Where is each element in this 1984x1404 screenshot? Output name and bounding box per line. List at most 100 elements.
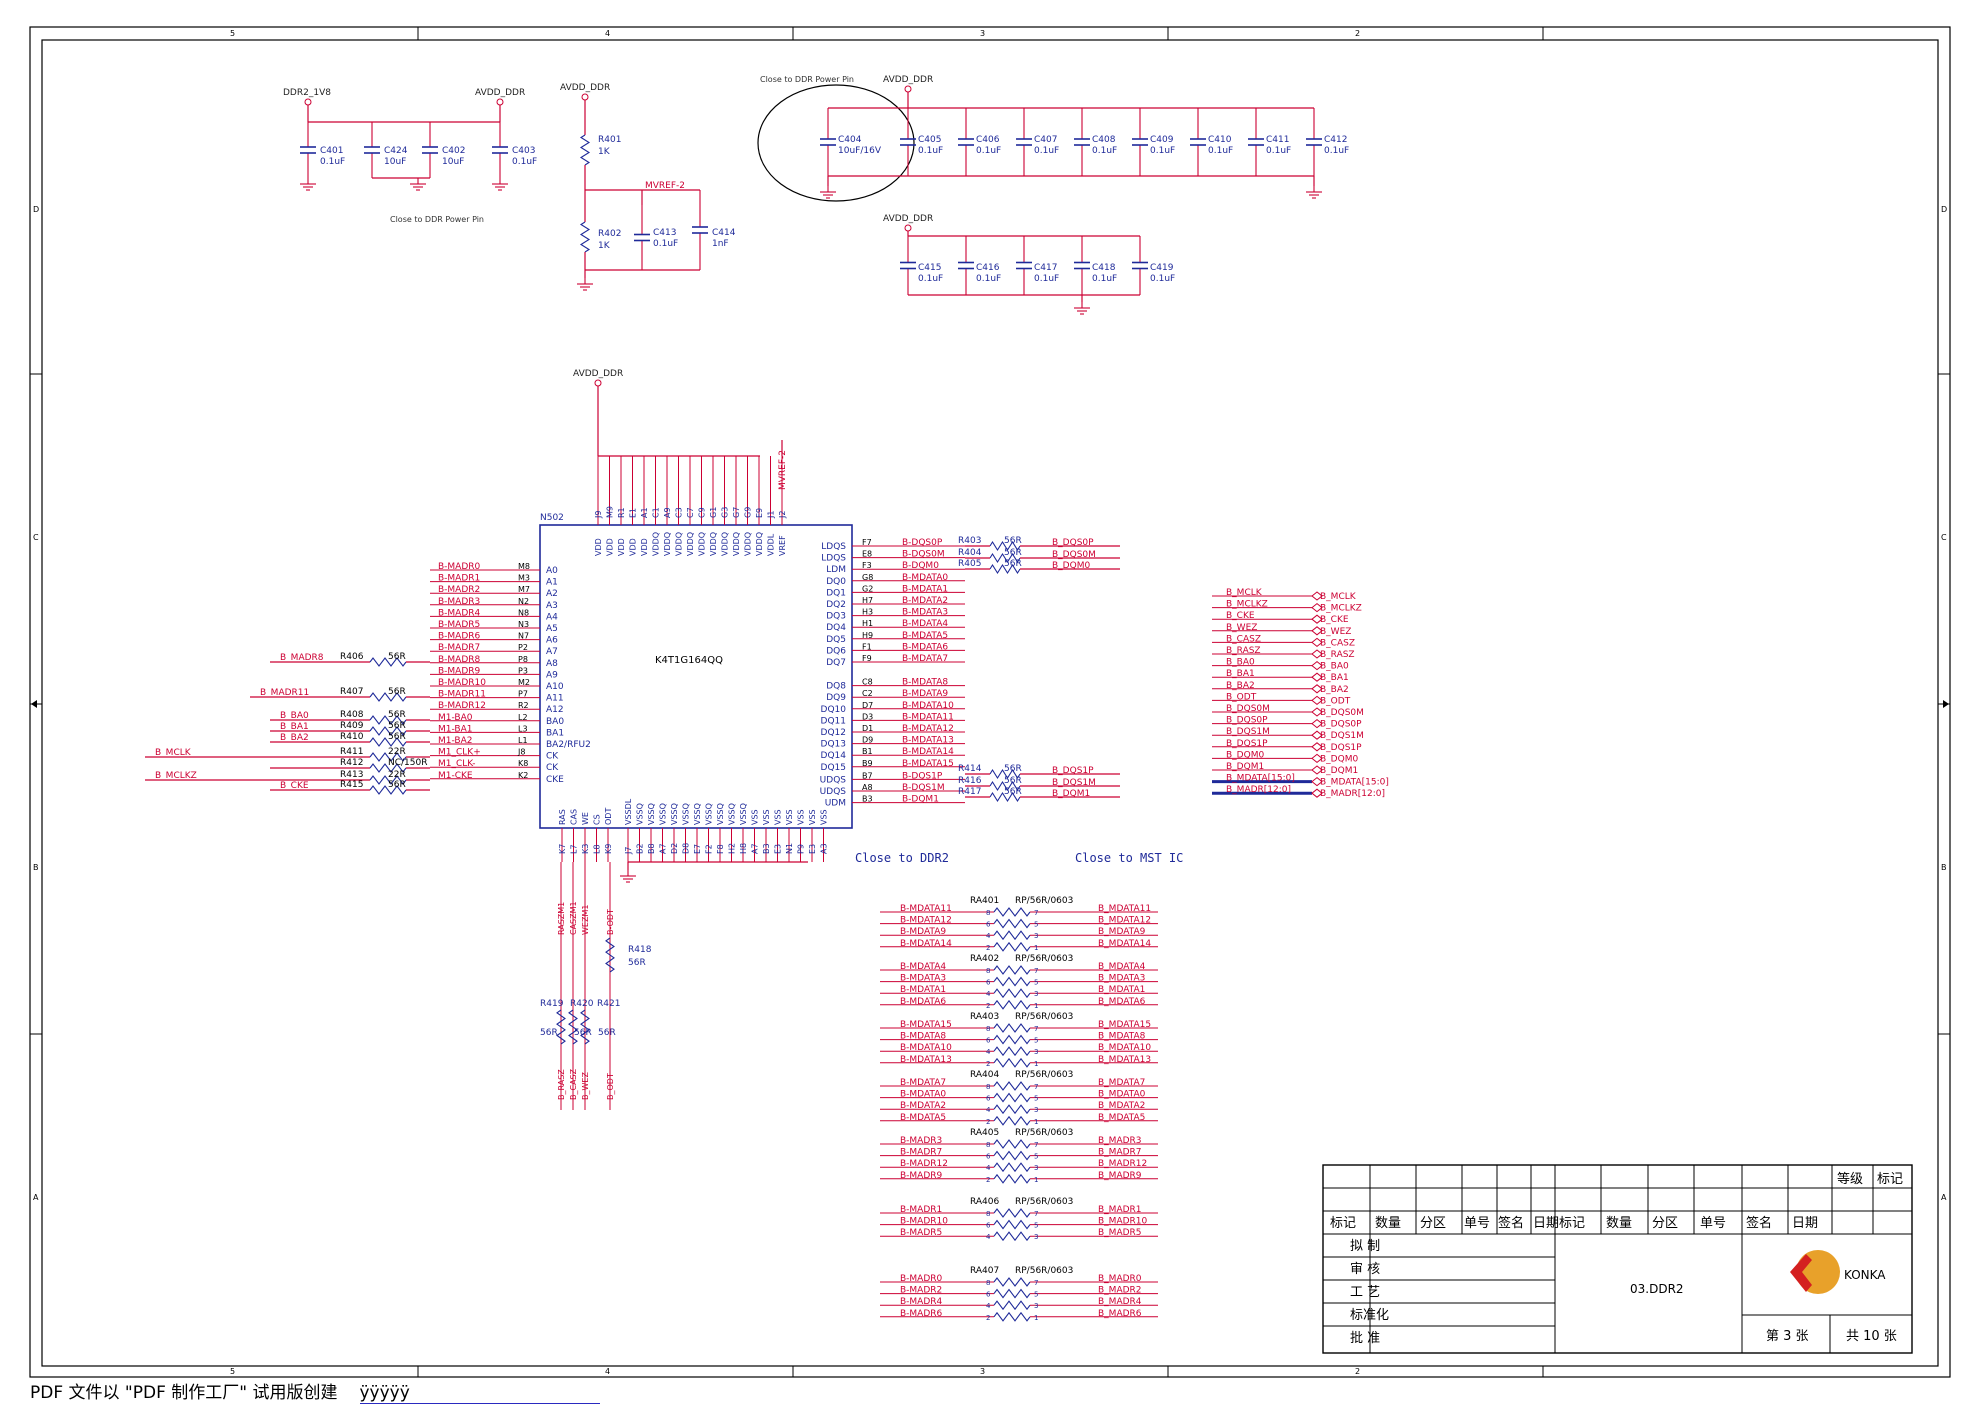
pin-number: G1 — [709, 507, 718, 518]
res-value: 56R — [1004, 776, 1022, 786]
title-frame — [1322, 1164, 1913, 1354]
port-net: B_BA1 — [1226, 669, 1255, 679]
pin-name: BA1 — [546, 728, 564, 738]
pin-name: VSS — [785, 809, 794, 825]
rpack-net-right: B_MADR10 — [1098, 1217, 1148, 1227]
pin-number: A3 — [820, 843, 829, 854]
rpack-net-left: B-MDATA2 — [900, 1101, 946, 1111]
cap-value: 0.1uF — [1092, 274, 1117, 284]
pin-net: B-MDATA12 — [902, 724, 954, 734]
rpack-net-right: B_MDATA2 — [1098, 1101, 1145, 1111]
res-ref: R401 — [598, 135, 621, 145]
pin-name: VSSQ — [670, 803, 679, 825]
rpack-ref: RA403 — [970, 1012, 999, 1022]
pin-number: A7 — [659, 843, 668, 854]
power-port — [594, 379, 602, 387]
pin-number: L7 — [570, 844, 579, 854]
pin-name: VSS — [797, 809, 806, 825]
rpack-pin: 6 — [986, 1222, 991, 1230]
pin-number: C1 — [652, 507, 661, 518]
pin-number: G8 — [862, 573, 873, 582]
resistor-symbol — [993, 930, 1031, 941]
title-header: 标记 — [1559, 1216, 1585, 1231]
rpack-pin: 2 — [986, 1118, 990, 1126]
pin-name: A11 — [546, 694, 564, 704]
rpack-net-left: B-MADR12 — [900, 1159, 948, 1169]
rpack-net-right: B_MADR2 — [1098, 1286, 1142, 1296]
rpack-pin: 8 — [986, 967, 990, 975]
rpack-value: RP/56R/0603 — [1015, 1012, 1073, 1022]
pin-number: B7 — [862, 771, 873, 780]
pin-name: VSS — [774, 809, 783, 825]
pin-name: VSS — [762, 809, 771, 825]
pin-number: L2 — [518, 713, 528, 722]
res-value: 56R — [540, 1028, 558, 1038]
port-arrow — [1311, 753, 1323, 764]
pin-name: DQ2 — [826, 600, 846, 610]
net-label: B_DQS1P — [1052, 766, 1094, 776]
pin-name: DQ5 — [826, 635, 846, 645]
power-port — [304, 98, 312, 106]
pin-net: B-MDATA0 — [902, 573, 948, 583]
pin-number: J2 — [778, 511, 787, 519]
resistor-symbol — [993, 1115, 1031, 1126]
rpack-net-left: B-MDATA3 — [900, 974, 946, 984]
port-arrow — [1311, 649, 1323, 659]
outer-border — [29, 26, 1951, 1378]
rpack-net-left: B-MDATA4 — [900, 962, 946, 972]
cap-ref: C404 — [838, 135, 862, 145]
ddr2-chip-body — [539, 524, 853, 829]
resistor-symbol — [989, 552, 1021, 564]
pin-net: B-MADR10 — [438, 678, 486, 688]
pin-name: A8 — [546, 659, 558, 669]
net-label: B_RASZ — [557, 1069, 566, 1100]
res-value: NC/150R — [388, 758, 427, 768]
port-arrow — [1311, 614, 1323, 624]
port-net: B_DQS0M — [1226, 704, 1270, 714]
port-net: B_MCLK — [1226, 588, 1263, 598]
pin-name: VDD — [617, 538, 626, 556]
title-header: 签名 — [1498, 1215, 1524, 1231]
rpack-net-left: B-MDATA13 — [900, 1055, 952, 1065]
rpack-pin: 1 — [1034, 1314, 1038, 1322]
pin-number: B8 — [647, 843, 656, 854]
power-port — [904, 85, 912, 93]
pin-name: RAS — [558, 809, 567, 825]
pin-net: B-MDATA8 — [902, 678, 948, 688]
konka-logo — [1790, 1250, 1840, 1294]
rpack-net-left: B-MDATA7 — [900, 1078, 946, 1088]
rpack-pin: 8 — [986, 1141, 990, 1149]
pin-net: B-DQS0M — [902, 550, 945, 560]
pin-number: L1 — [518, 736, 528, 745]
port-label: B_MCLK — [1320, 592, 1357, 602]
port-arrow — [1311, 718, 1323, 729]
net-label: B_DQS1M — [1052, 778, 1096, 788]
pin-name: A1 — [546, 578, 558, 588]
res-ref: R408 — [340, 710, 364, 720]
note-close-ddr-power: Close to DDR Power Pin — [390, 215, 484, 224]
rpack-pin: 1 — [1034, 1060, 1038, 1068]
pin-net: M1_CLK- — [438, 759, 476, 769]
pin-number: N1 — [785, 843, 794, 854]
port-label: B_BA2 — [1320, 685, 1349, 695]
pin-name: VSS — [751, 809, 760, 825]
net-label: CASZM1 — [569, 901, 578, 935]
port-arrow — [1311, 672, 1323, 682]
port-net: B_WEZ — [1226, 623, 1257, 633]
zone-letter: A — [1941, 1193, 1947, 1202]
inner-border — [41, 39, 1939, 1367]
net-mvref: MVREF-2 — [778, 450, 788, 490]
rpack-net-right: B_MDATA11 — [1098, 904, 1151, 914]
rpack-pin: 5 — [1034, 1153, 1038, 1161]
pin-name: DQ14 — [821, 751, 847, 761]
res-value: 56R — [388, 780, 406, 790]
res-value: 56R — [388, 732, 406, 742]
rpack-pin: 3 — [1034, 990, 1038, 998]
zone-number: 2 — [1355, 29, 1360, 38]
rpack-ref: RA406 — [970, 1197, 999, 1207]
pin-name: VREF — [778, 535, 787, 556]
title-block: 等级标记标记数量分区单号签名日期标记数量分区单号签名日期拟 制审 核工 艺标准化… — [1322, 1164, 1913, 1354]
cap-ref: C419 — [1150, 263, 1174, 273]
pin-number: B3 — [862, 795, 873, 804]
